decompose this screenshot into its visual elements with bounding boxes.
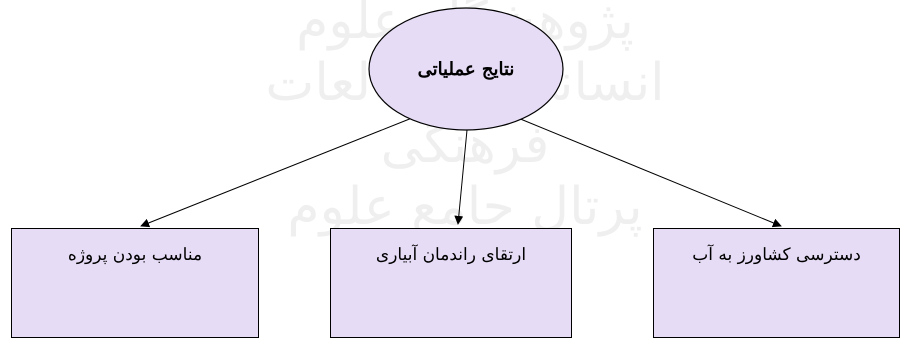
arrow-to-left-box (140, 117, 413, 228)
root-node-label: نتایج عملیاتی (418, 59, 515, 80)
node-label: ارتقای راندمان آبیاری (375, 245, 527, 265)
arrow-to-center-box (454, 129, 468, 225)
node-label: دسترسی کشاورز به آب (692, 245, 861, 265)
node-project-suitability: مناسب بودن پروژه (11, 228, 259, 338)
node-irrigation-efficiency: ارتقای راندمان آبیاری (330, 228, 572, 338)
diagram-canvas: نتایج عملیاتی (140, 7, 782, 228)
node-label: مناسب بودن پروژه (67, 245, 203, 265)
root-node-ellipse (368, 7, 564, 131)
arrow-to-right-box (517, 117, 782, 228)
node-farmer-water-access: دسترسی کشاورز به آب (653, 228, 900, 338)
